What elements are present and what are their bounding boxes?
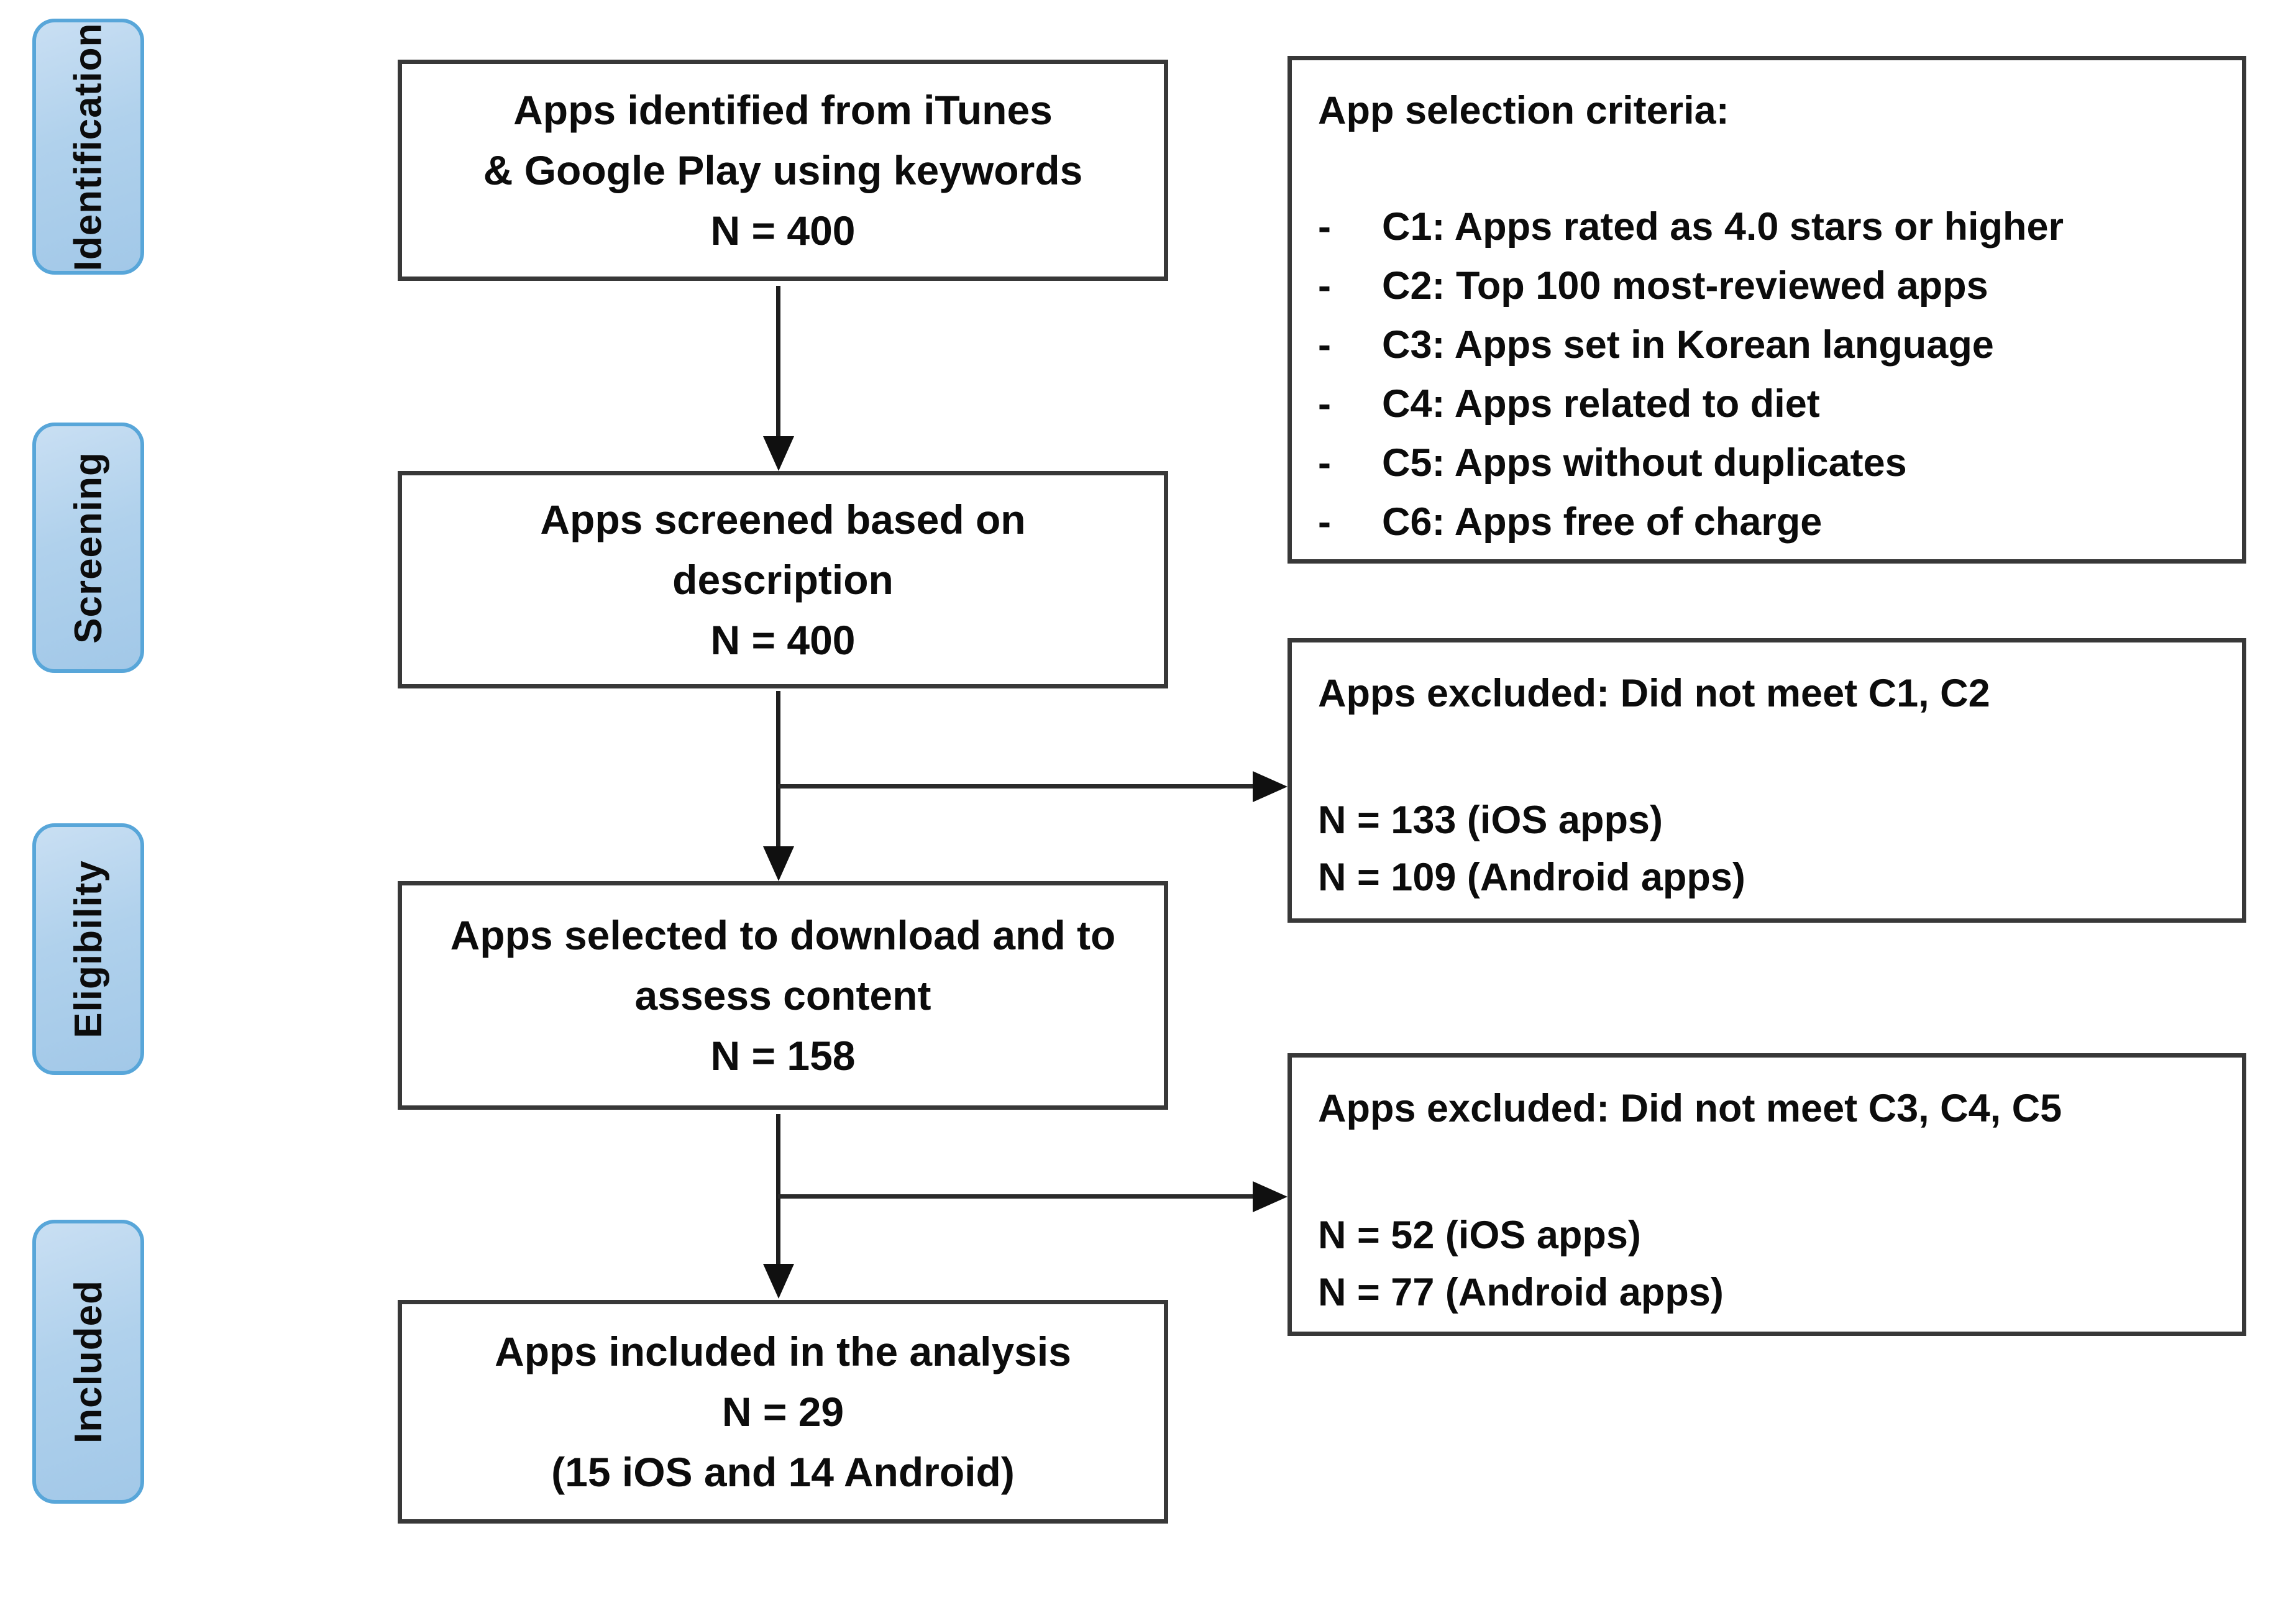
flow-box-included-line1: Apps included in the analysis <box>495 1328 1071 1374</box>
stage-eligibility: Eligibility <box>32 823 144 1075</box>
exclusion-box-2-ios-count: N = 52 (iOS apps) <box>1318 1214 1641 1257</box>
exclusion-box-1: Apps excluded: Did not meet C1, C2 N = 1… <box>1287 638 2246 923</box>
criteria-item-c3-text: C3: Apps set in Korean language <box>1382 323 1994 367</box>
flow-box-identified-count: N = 400 <box>710 207 856 254</box>
arrow-line-selected-to-included <box>776 1114 780 1264</box>
flow-box-identified-line2: & Google Play using keywords <box>483 147 1083 193</box>
flow-box-selected-line2: assess content <box>634 972 931 1018</box>
flow-box-identified-line1: Apps identified from iTunes <box>513 86 1053 133</box>
flow-box-selected: Apps selected to download and to assess … <box>398 881 1168 1110</box>
flow-box-selected-count: N = 158 <box>710 1032 856 1079</box>
exclusion-box-2-android-count: N = 77 (Android apps) <box>1318 1271 1724 1314</box>
criteria-item-c2-text: C2: Top 100 most-reviewed apps <box>1382 264 1988 308</box>
stage-included-label: Included <box>66 1280 110 1443</box>
flow-box-screened-line1: Apps screened based on <box>540 496 1026 542</box>
stage-identification: Identification <box>32 19 144 275</box>
arrow-line-branch-excluded-2 <box>778 1194 1253 1199</box>
arrow-line-screened-to-selected <box>776 691 780 846</box>
exclusion-box-1-ios-count: N = 133 (iOS apps) <box>1318 798 1663 842</box>
flow-box-included-line3: (15 iOS and 14 Android) <box>551 1448 1015 1495</box>
criteria-item-c5-text: C5: Apps without duplicates <box>1382 441 1907 485</box>
bullet-dash: - <box>1318 264 1331 308</box>
arrow-line-identified-to-screened <box>776 286 780 439</box>
bullet-dash: - <box>1318 205 1331 249</box>
criteria-box: App selection criteria: - C1: Apps rated… <box>1287 56 2246 564</box>
criteria-item-c4: - C4: Apps related to diet <box>1318 375 2213 434</box>
flow-box-screened-line2: description <box>672 556 894 603</box>
criteria-item-c1-text: C1: Apps rated as 4.0 stars or higher <box>1382 205 2064 249</box>
arrow-line-branch-excluded-1 <box>778 784 1253 789</box>
bullet-dash: - <box>1318 500 1331 544</box>
criteria-item-c6: - C6: Apps free of charge <box>1318 493 2213 552</box>
criteria-item-c5: - C5: Apps without duplicates <box>1318 434 2213 493</box>
criteria-item-c3: - C3: Apps set in Korean language <box>1318 316 2213 375</box>
flow-box-identified: Apps identified from iTunes & Google Pla… <box>398 60 1168 281</box>
criteria-item-c2: - C2: Top 100 most-reviewed apps <box>1318 257 2213 316</box>
exclusion-box-2: Apps excluded: Did not meet C3, C4, C5 N… <box>1287 1053 2246 1336</box>
flow-box-included: Apps included in the analysis N = 29 (15… <box>398 1300 1168 1524</box>
criteria-item-c4-text: C4: Apps related to diet <box>1382 382 1820 426</box>
arrowhead-down-icon <box>763 846 794 881</box>
flow-box-selected-line1: Apps selected to download and to <box>450 912 1116 958</box>
criteria-item-c6-text: C6: Apps free of charge <box>1382 500 1823 544</box>
arrowhead-down-icon <box>763 436 794 471</box>
stage-identification-label: Identification <box>66 22 110 271</box>
stage-included: Included <box>32 1220 144 1504</box>
arrowhead-right-icon <box>1253 1181 1287 1212</box>
arrowhead-right-icon <box>1253 771 1287 802</box>
stage-screening-label: Screening <box>66 452 110 644</box>
flow-box-included-count: N = 29 <box>721 1388 844 1435</box>
exclusion-box-1-android-count: N = 109 (Android apps) <box>1318 856 1745 899</box>
stage-screening: Screening <box>32 423 144 673</box>
criteria-item-c1: - C1: Apps rated as 4.0 stars or higher <box>1318 198 2213 257</box>
stage-eligibility-label: Eligibility <box>66 860 110 1038</box>
exclusion-box-1-title: Apps excluded: Did not meet C1, C2 <box>1318 672 1990 715</box>
criteria-title: App selection criteria: <box>1318 89 1729 132</box>
bullet-dash: - <box>1318 441 1331 485</box>
exclusion-box-2-title: Apps excluded: Did not meet C3, C4, C5 <box>1318 1087 2062 1130</box>
flow-box-screened: Apps screened based on description N = 4… <box>398 471 1168 688</box>
bullet-dash: - <box>1318 323 1331 367</box>
bullet-dash: - <box>1318 382 1331 426</box>
flow-box-screened-count: N = 400 <box>710 616 856 663</box>
arrowhead-down-icon <box>763 1264 794 1299</box>
